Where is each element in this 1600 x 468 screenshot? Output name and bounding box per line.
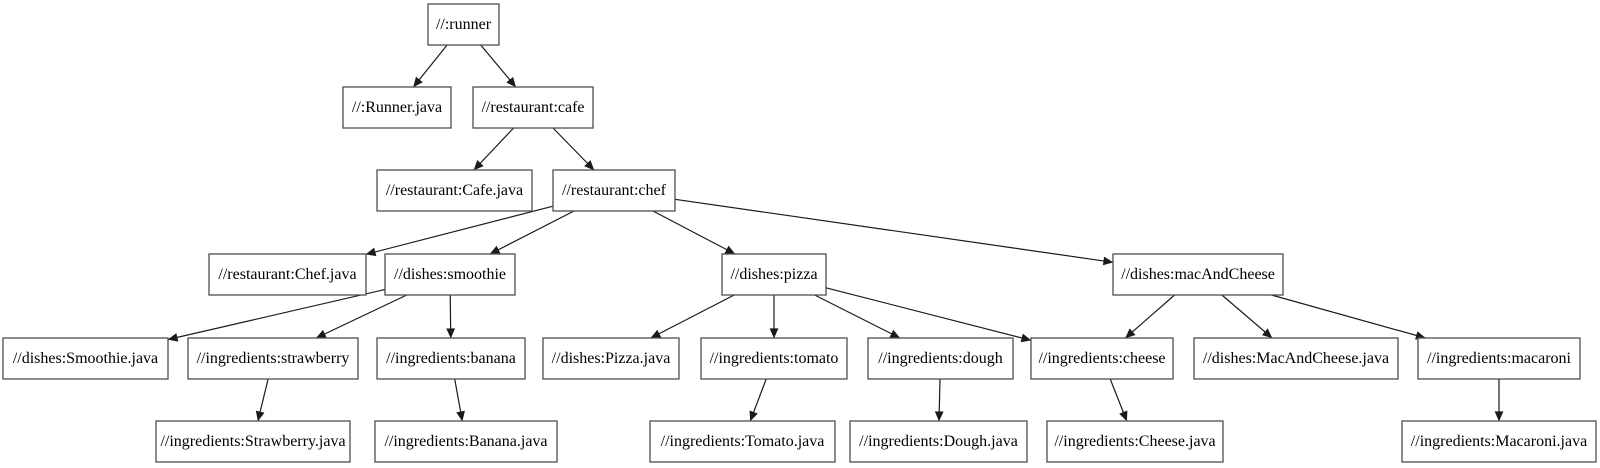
node-box-strawberry xyxy=(187,337,359,380)
node-box-smoothie xyxy=(384,253,516,296)
node-box-chef_java xyxy=(208,253,367,296)
node-box-tomato_java xyxy=(649,420,836,463)
edge-dough-to-dough_java xyxy=(934,378,944,422)
edge-mac-to-mac_java xyxy=(1221,294,1273,339)
node-label-cafe_java: //restaurant:Cafe.java xyxy=(386,182,523,199)
edge-cafe-to-chef xyxy=(552,127,595,171)
edge-chef-to-mac xyxy=(674,198,1114,266)
node-box-cheese xyxy=(1030,337,1174,380)
node-label-cheese: //ingredients:cheese xyxy=(1038,350,1165,367)
graph-node-cheese_java: //ingredients:Cheese.java xyxy=(1046,420,1224,463)
graph-node-dough_java: //ingredients:Dough.java xyxy=(849,420,1028,463)
edge-cheese-to-cheese_java xyxy=(1109,378,1128,422)
node-box-pizza xyxy=(721,253,827,296)
edge-runner-to-runner_java xyxy=(412,44,448,88)
node-box-banana xyxy=(376,337,526,380)
node-label-macaroni_java: //ingredients:Macaroni.java xyxy=(1411,433,1587,450)
graph-node-cafe_java: //restaurant:Cafe.java xyxy=(376,169,533,212)
node-label-tomato_java: //ingredients:Tomato.java xyxy=(661,433,825,450)
node-label-strawberry: //ingredients:strawberry xyxy=(197,350,350,367)
node-label-runner_java: //:Runner.java xyxy=(352,99,442,116)
node-box-macaroni xyxy=(1417,337,1581,380)
node-box-cheese_java xyxy=(1046,420,1224,463)
node-box-dough_java xyxy=(849,420,1028,463)
node-label-mac: //dishes:macAndCheese xyxy=(1121,266,1275,283)
node-label-banana_java: //ingredients:Banana.java xyxy=(384,433,547,450)
node-label-dough: //ingredients:dough xyxy=(878,350,1002,367)
graph-node-chef: //restaurant:chef xyxy=(552,169,676,212)
graph-node-pizza_java: //dishes:Pizza.java xyxy=(542,337,680,380)
node-label-pizza_java: //dishes:Pizza.java xyxy=(552,350,671,367)
edge-cafe-to-cafe_java xyxy=(473,127,515,171)
node-box-dough xyxy=(867,337,1014,380)
node-box-strawberry_java xyxy=(155,420,351,463)
edge-smoothie-to-smoothie_java xyxy=(167,288,386,342)
node-label-chef: //restaurant:chef xyxy=(562,182,667,199)
node-box-tomato xyxy=(700,337,848,380)
graph-node-smoothie_java: //dishes:Smoothie.java xyxy=(2,337,169,380)
edge-pizza-to-dough xyxy=(814,294,901,339)
graph-node-smoothie: //dishes:smoothie xyxy=(384,253,516,296)
edge-pizza-to-cheese xyxy=(825,287,1032,343)
node-box-macaroni_java xyxy=(1401,420,1597,463)
graph-node-macaroni_java: //ingredients:Macaroni.java xyxy=(1401,420,1597,463)
edges-layer xyxy=(167,44,1504,422)
node-box-mac xyxy=(1112,253,1284,296)
node-box-chef xyxy=(552,169,676,212)
edge-banana-to-banana_java xyxy=(454,378,465,422)
graph-node-cheese: //ingredients:cheese xyxy=(1030,337,1174,380)
edge-smoothie-to-strawberry xyxy=(315,294,408,339)
edge-chef-to-smoothie xyxy=(489,210,575,255)
node-box-smoothie_java xyxy=(2,337,169,380)
node-label-cafe: //restaurant:cafe xyxy=(481,99,584,116)
node-label-runner: //:runner xyxy=(436,16,492,33)
node-label-chef_java: //restaurant:Chef.java xyxy=(218,266,356,283)
graph-node-banana: //ingredients:banana xyxy=(376,337,526,380)
node-label-dough_java: //ingredients:Dough.java xyxy=(859,433,1018,450)
node-label-pizza: //dishes:pizza xyxy=(730,266,817,283)
graph-node-chef_java: //restaurant:Chef.java xyxy=(208,253,367,296)
graph-node-strawberry: //ingredients:strawberry xyxy=(187,337,359,380)
graph-node-macaroni: //ingredients:macaroni xyxy=(1417,337,1581,380)
graph-node-pizza: //dishes:pizza xyxy=(721,253,827,296)
edge-smoothie-to-banana xyxy=(446,294,456,339)
node-label-banana: //ingredients:banana xyxy=(386,350,516,367)
node-box-cafe_java xyxy=(376,169,533,212)
node-box-runner_java xyxy=(342,86,452,129)
node-label-smoothie: //dishes:smoothie xyxy=(394,266,506,283)
edge-strawberry-to-strawberry_java xyxy=(255,378,269,422)
graph-node-tomato: //ingredients:tomato xyxy=(700,337,848,380)
graph-node-tomato_java: //ingredients:Tomato.java xyxy=(649,420,836,463)
node-box-banana_java xyxy=(374,420,558,463)
graph-node-banana_java: //ingredients:Banana.java xyxy=(374,420,558,463)
node-box-runner xyxy=(427,3,500,46)
node-label-smoothie_java: //dishes:Smoothie.java xyxy=(13,350,158,367)
graph-node-runner: //:runner xyxy=(427,3,500,46)
node-label-mac_java: //dishes:MacAndCheese.java xyxy=(1203,350,1389,367)
node-label-cheese_java: //ingredients:Cheese.java xyxy=(1054,433,1215,450)
graph-node-mac_java: //dishes:MacAndCheese.java xyxy=(1193,337,1399,380)
node-box-cafe xyxy=(472,86,594,129)
edge-tomato-to-tomato_java xyxy=(749,378,767,422)
node-box-mac_java xyxy=(1193,337,1399,380)
graph-node-cafe: //restaurant:cafe xyxy=(472,86,594,129)
graph-node-runner_java: //:Runner.java xyxy=(342,86,452,129)
graph-node-mac: //dishes:macAndCheese xyxy=(1112,253,1284,296)
graph-node-dough: //ingredients:dough xyxy=(867,337,1014,380)
edge-chef-to-chef_java xyxy=(365,205,554,257)
graph-node-strawberry_java: //ingredients:Strawberry.java xyxy=(155,420,351,463)
edge-mac-to-cheese xyxy=(1125,294,1175,339)
node-label-tomato: //ingredients:tomato xyxy=(710,350,839,367)
node-label-macaroni: //ingredients:macaroni xyxy=(1427,350,1572,367)
node-label-strawberry_java: //ingredients:Strawberry.java xyxy=(160,433,345,450)
edge-pizza-to-pizza_java xyxy=(650,294,735,339)
nodes-layer: //:runner //:Runner.java //restaurant:cafe… xyxy=(2,3,1597,463)
edge-chef-to-pizza xyxy=(652,210,736,255)
edge-runner-to-cafe xyxy=(480,44,517,88)
edge-mac-to-macaroni xyxy=(1271,294,1426,340)
node-box-pizza_java xyxy=(542,337,680,380)
